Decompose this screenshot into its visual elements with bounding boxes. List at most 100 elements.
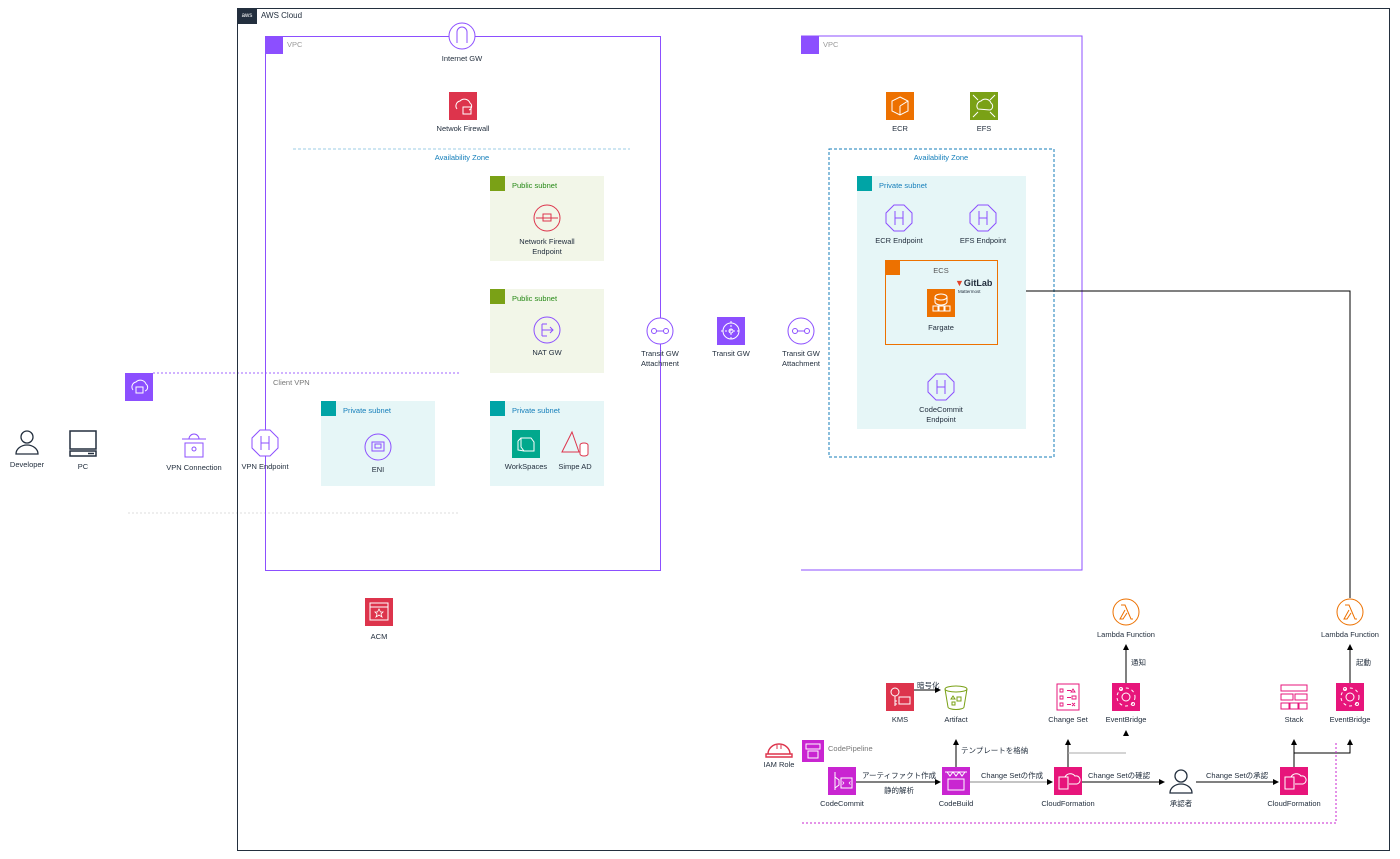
codepipeline-label: CodePipeline [828, 744, 873, 753]
artifact-label: Artifact [944, 715, 968, 724]
workspaces[interactable]: WorkSpaces [505, 430, 547, 471]
edge-label-artifact-create: アーティファクト作成 [862, 771, 937, 780]
vpn-endpoint[interactable]: VPN Endpoint [241, 429, 289, 471]
vpn-endpoint-label: VPN Endpoint [241, 462, 289, 471]
fargate-icon [927, 289, 955, 317]
iam-role[interactable]: IAM Role [764, 736, 794, 769]
endpoint-icon [927, 373, 955, 401]
vpc-right-border [801, 35, 1083, 571]
transit-gateway-label: Transit GW [712, 349, 750, 358]
efs[interactable]: EFS [970, 92, 998, 133]
private-subnet-lock-icon [321, 401, 336, 416]
developer[interactable]: Developer [10, 428, 44, 469]
codebuild-label: CodeBuild [938, 799, 974, 808]
az-right-label: Availability Zone [913, 153, 969, 162]
transit-gw-attachment-left[interactable]: Transit GW Attachment [641, 317, 679, 368]
cloudformation-2[interactable]: CloudFormation [1267, 767, 1321, 808]
fargate[interactable]: Fargate [927, 289, 955, 332]
pc[interactable]: PC [69, 430, 97, 471]
edge-label-check-change-set: Change Setの確認 [1088, 771, 1151, 780]
eventbridge-1-label: EventBridge [1105, 715, 1147, 724]
edge-label-static-analysis: 静的解析 [884, 786, 914, 795]
codecommit-endpoint-label-2: Endpoint [926, 415, 956, 424]
artifact-bucket[interactable]: Artifact [942, 683, 970, 724]
ecr-label: ECR [892, 124, 908, 133]
ecr-endpoint[interactable]: ECR Endpoint [875, 204, 923, 245]
nat-gateway-label: NAT GW [532, 348, 562, 357]
cloudformation-2-label: CloudFormation [1267, 799, 1321, 808]
stack-label: Stack [1284, 715, 1304, 724]
workspaces-label: WorkSpaces [504, 462, 548, 471]
lambda-icon [1112, 598, 1140, 626]
codecommit-icon [828, 767, 856, 795]
transit-gateway[interactable]: Transit GW [712, 317, 750, 358]
endpoint-icon [251, 429, 279, 457]
eventbridge-2[interactable]: EventBridge [1330, 683, 1370, 724]
private-subnet-right-label: Private subnet [879, 181, 927, 190]
vpn-connection[interactable]: VPN Connection [166, 431, 222, 472]
codebuild-icon [942, 767, 970, 795]
approver-label: 承認者 [1169, 799, 1193, 808]
simple-ad-label: Simpe AD [558, 462, 592, 471]
nat-gateway-icon [533, 316, 561, 344]
ecr-endpoint-label: ECR Endpoint [875, 236, 923, 245]
internet-gateway[interactable]: Internet GW [442, 22, 482, 63]
private-subnet-eni-label: Private subnet [343, 406, 391, 415]
aws-logo-icon: aws [237, 8, 257, 24]
gitlab-fox-icon: ▼ [955, 278, 964, 288]
ecs-cluster-group [885, 260, 998, 345]
firewall-endpoint-label-2: Endpoint [532, 247, 562, 256]
ecr[interactable]: ECR [886, 92, 914, 133]
client-vpn-icon [125, 373, 153, 401]
network-firewall[interactable]: Netwok Firewall [437, 92, 489, 133]
tgw-attachment-right-label-2: Attachment [782, 359, 820, 368]
endpoint-icon [885, 204, 913, 232]
pipeline-border [802, 742, 1337, 824]
private-subnet-lock-icon [857, 176, 872, 191]
certificate-manager-icon [365, 598, 393, 626]
eni[interactable]: ENI [364, 433, 392, 474]
edge-label-create-change-set: Change Setの作成 [981, 771, 1044, 780]
transit-gw-attachment-right[interactable]: Transit GW Attachment [782, 317, 820, 368]
change-set-label: Change Set [1048, 715, 1088, 724]
simple-ad-icon [561, 430, 589, 457]
internet-gateway-label: Internet GW [441, 54, 483, 63]
change-set[interactable]: Change Set [1048, 683, 1088, 724]
public-subnet-2 [490, 289, 604, 373]
efs-icon [970, 92, 998, 120]
endpoint-icon [969, 204, 997, 232]
kms[interactable]: KMS [886, 683, 914, 724]
approver[interactable]: 承認者 [1167, 767, 1195, 808]
s3-bucket-icon [944, 685, 968, 710]
eventbridge-1[interactable]: EventBridge [1106, 683, 1146, 724]
public-subnet-lock-icon [490, 176, 505, 191]
lambda-function-1[interactable]: Lambda Function [1097, 598, 1155, 639]
simple-ad[interactable]: Simpe AD [558, 430, 592, 471]
efs-endpoint[interactable]: EFS Endpoint [960, 204, 1006, 245]
nat-gateway[interactable]: NAT GW [532, 316, 562, 357]
edge-label-store-template: テンプレートを格納 [961, 746, 1029, 755]
stack[interactable]: Stack [1280, 683, 1308, 724]
cloudformation-1[interactable]: CloudFormation [1041, 767, 1095, 808]
gitlab-logo[interactable]: ▼GitLab [955, 278, 992, 288]
firewall-endpoint-icon [533, 204, 561, 232]
aws-cloud-group [237, 8, 1390, 851]
acm[interactable]: ACM [365, 598, 393, 641]
cloudformation-icon [1280, 767, 1308, 795]
aws-cloud-label: AWS Cloud [261, 11, 303, 20]
codecommit-endpoint[interactable]: CodeCommit Endpoint [919, 373, 963, 424]
ecr-icon [886, 92, 914, 120]
client-vpn-label: Client VPN [273, 378, 310, 387]
stack-icon [1280, 684, 1308, 710]
efs-endpoint-label: EFS Endpoint [959, 236, 1007, 245]
edge-label-approve-change-set: Change Setの承認 [1206, 771, 1269, 780]
codebuild[interactable]: CodeBuild [939, 767, 973, 808]
lambda-function-2-label: Lambda Function [1321, 630, 1379, 639]
eni-label: ENI [371, 465, 385, 474]
cloudformation-icon [1054, 767, 1082, 795]
codecommit[interactable]: CodeCommit [820, 767, 864, 808]
network-firewall-endpoint[interactable]: Network Firewall Endpoint [519, 204, 575, 256]
tgw-attachment-right-label: Transit GW [782, 349, 820, 358]
lambda-function-2[interactable]: Lambda Function [1321, 598, 1379, 639]
